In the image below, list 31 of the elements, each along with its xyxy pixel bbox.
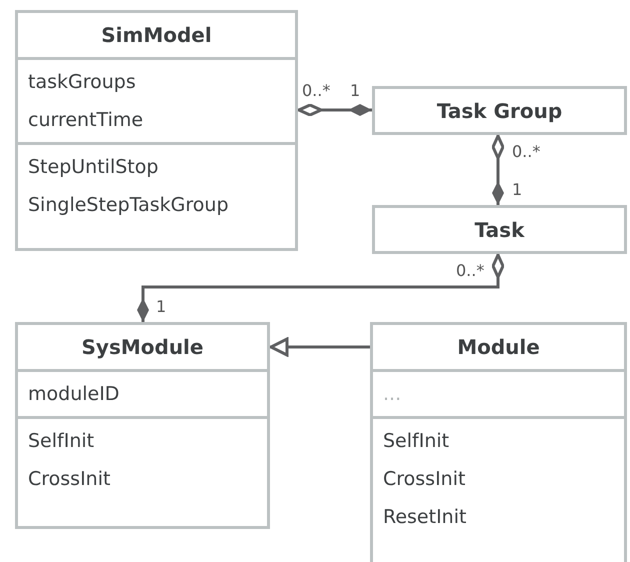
class-member: CrossInit	[28, 467, 110, 492]
class-box	[372, 205, 627, 254]
class-box	[15, 10, 298, 251]
class-member: SelfInit	[383, 429, 450, 454]
class-member: StepUntilStop	[28, 155, 158, 180]
aggregation-connector	[137, 254, 504, 322]
class-box	[372, 86, 627, 135]
class-member: moduleID	[28, 382, 120, 407]
aggregation-connector	[492, 134, 504, 205]
class-member: ResetInit	[383, 505, 466, 530]
class-name: Task Group	[436, 98, 562, 125]
multiplicity-label: 0..*	[302, 82, 330, 100]
class-member: SingleStepTaskGroup	[28, 193, 229, 218]
class-name: SysModule	[82, 334, 204, 361]
class-member: SelfInit	[28, 429, 94, 454]
class-box	[370, 322, 627, 562]
multiplicity-label: 1	[512, 181, 522, 199]
multiplicity-label: 1	[350, 82, 360, 100]
class-member: CrossInit	[383, 467, 466, 492]
class-name: Module	[457, 334, 540, 361]
multiplicity-label: 0..*	[512, 143, 540, 161]
class-box	[15, 322, 270, 529]
aggregation-connector	[298, 104, 372, 116]
class-member: taskGroups	[28, 70, 136, 95]
generalization-arrow	[270, 338, 370, 356]
multiplicity-label: 0..*	[456, 262, 484, 280]
placeholder-text: ...	[383, 382, 402, 407]
class-name: SimModel	[101, 22, 212, 49]
class-member: currentTime	[28, 108, 144, 133]
multiplicity-label: 1	[156, 298, 166, 316]
class-name: Task	[474, 217, 524, 244]
